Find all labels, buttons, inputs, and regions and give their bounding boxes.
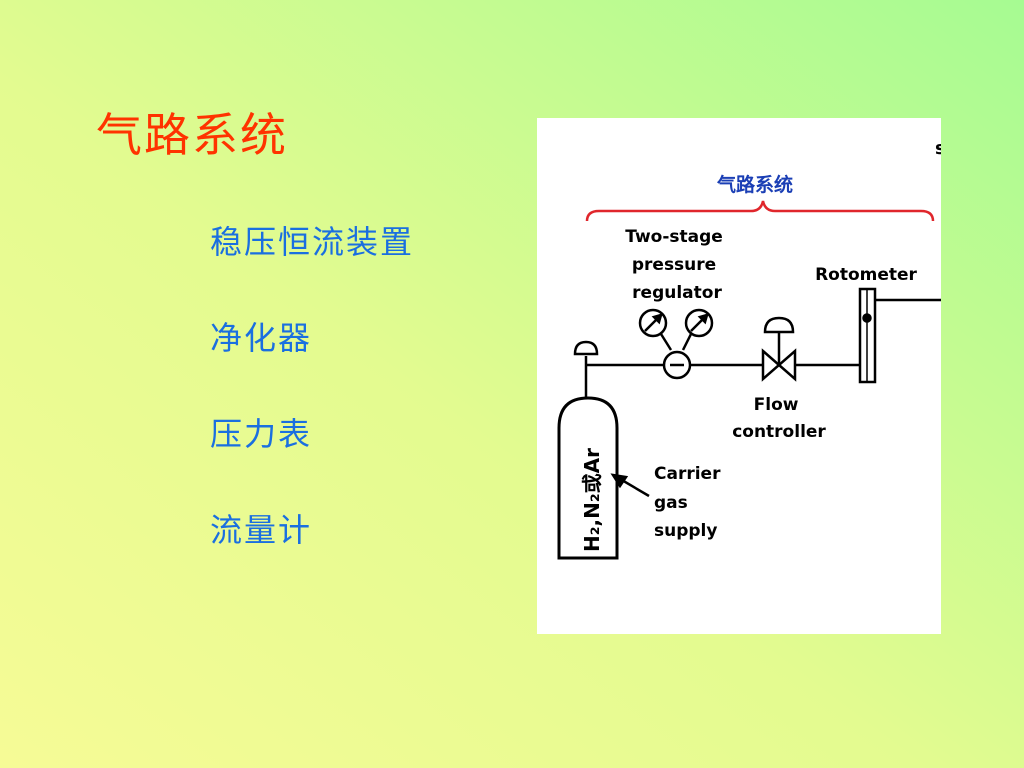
cylinder-gas-text: H₂,N₂或Ar <box>580 448 604 552</box>
carrier-arrow-icon <box>610 473 650 498</box>
bullet-item-pressure-flow-device: 稳压恒流装置 <box>210 223 415 261</box>
bullet-list: 稳压恒流装置 净化器 压力表 流量计 <box>210 220 414 604</box>
cylinder-valve-icon <box>573 340 599 356</box>
bullet-item-flowmeter: 流量计 <box>210 511 313 549</box>
pressure-gauge-icon <box>638 308 714 351</box>
regulator-label: Two-stage pressure regulator <box>625 227 729 303</box>
gas-path-diagram: 气路系统 s Two-stage pressure regulator Roto… <box>537 118 941 634</box>
slide-title: 气路系统 <box>96 108 288 162</box>
carrier-gas-label: Carrier gas supply <box>654 464 726 541</box>
edge-fragment-text: s <box>935 138 941 159</box>
regulator-icon <box>662 350 692 380</box>
flow-controller-valve-icon <box>761 316 797 382</box>
diagram-header: 气路系统 <box>716 173 793 196</box>
rotometer-icon <box>858 287 877 384</box>
rotometer-label: Rotometer <box>815 265 917 285</box>
diagram-svg: 气路系统 s Two-stage pressure regulator Roto… <box>557 138 941 560</box>
gas-cylinder-icon: H₂,N₂或Ar <box>557 396 619 560</box>
bullet-item-pressure-gauge: 压力表 <box>210 415 313 453</box>
flow-controller-label: Flow controller <box>732 395 826 442</box>
bullet-item-purifier: 净化器 <box>210 319 313 357</box>
red-brace <box>585 200 935 222</box>
